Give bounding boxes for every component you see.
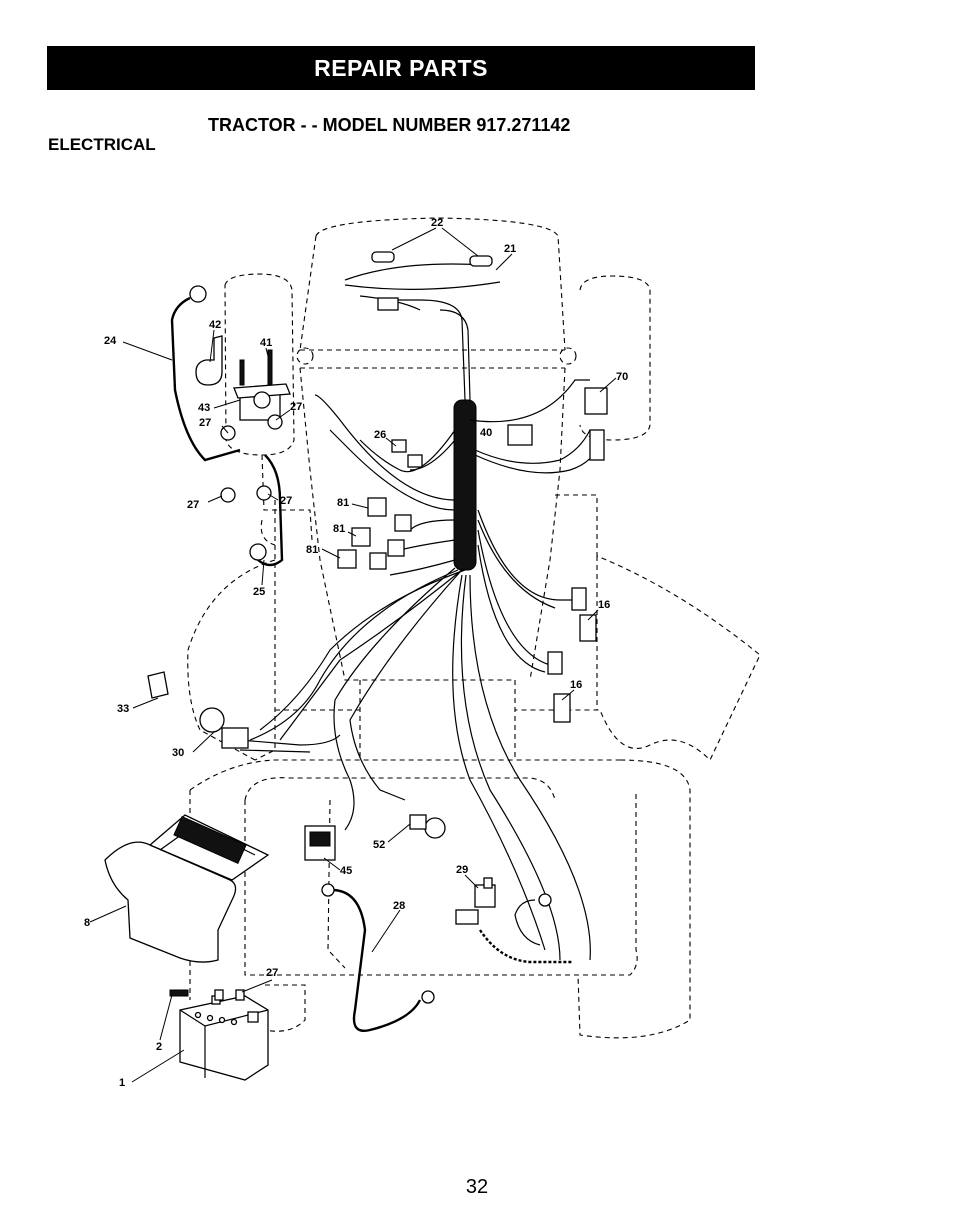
page-header-title: REPAIR PARTS: [314, 55, 488, 81]
callout-label: 16: [598, 599, 610, 611]
callout-label: 81: [306, 544, 318, 556]
callout-label: 41: [260, 337, 272, 349]
callout-label: 33: [117, 703, 129, 715]
fuse-part: [371, 251, 395, 263]
callout-label: 27: [280, 495, 292, 507]
wiring-harness: [239, 263, 601, 961]
callout-label: 24: [104, 335, 117, 347]
callout-label: 25: [253, 586, 265, 598]
callout-labels: 22 21 42 41 24 43 27 27 27 27 26 40 70 8…: [84, 217, 628, 1089]
leader-lines: [89, 227, 617, 1083]
tractor-frame-outline: [187, 217, 761, 1039]
parts: [104, 251, 608, 1081]
section-title: ELECTRICAL: [48, 135, 156, 154]
relay-part: [337, 549, 357, 569]
connector-part: [553, 693, 571, 723]
callout-label: 1: [119, 1077, 125, 1089]
battery-part: [179, 995, 269, 1081]
connector-part: [579, 614, 597, 642]
model-subtitle: TRACTOR - - MODEL NUMBER 917.271142: [208, 115, 571, 135]
callout-label: 22: [431, 217, 443, 229]
callout-label: 27: [266, 967, 278, 979]
callout-label: 21: [504, 243, 516, 255]
relay-part: [584, 387, 608, 415]
callout-label: 8: [84, 917, 90, 929]
callout-label: 42: [209, 319, 221, 331]
callout-label: 70: [616, 371, 628, 383]
relay-part: [351, 527, 371, 547]
fuse-part: [469, 255, 493, 267]
ignition-switch-part: [199, 707, 225, 733]
callout-label: 30: [172, 747, 184, 759]
callout-label: 81: [333, 523, 345, 535]
callout-label: 27: [187, 499, 199, 511]
ground-cables: [170, 285, 572, 1032]
battery-box-part: [104, 814, 270, 963]
callout-label: 45: [340, 865, 352, 877]
callout-label: 40: [480, 427, 492, 439]
callout-label: 2: [156, 1041, 162, 1053]
header-bar: REPAIR PARTS: [47, 46, 755, 90]
callout-label: 27: [199, 417, 211, 429]
callout-label: 52: [373, 839, 385, 851]
harness-conduit: [453, 399, 477, 571]
relay-part: [367, 497, 387, 517]
callout-label: 16: [570, 679, 582, 691]
callout-label: 27: [290, 401, 302, 413]
key-part: [147, 671, 169, 699]
callout-label: 81: [337, 497, 349, 509]
callout-label: 28: [393, 900, 405, 912]
page-number: 32: [465, 1176, 489, 1198]
callout-label: 43: [198, 402, 210, 414]
callout-label: 29: [456, 864, 468, 876]
callout-label: 26: [374, 429, 386, 441]
